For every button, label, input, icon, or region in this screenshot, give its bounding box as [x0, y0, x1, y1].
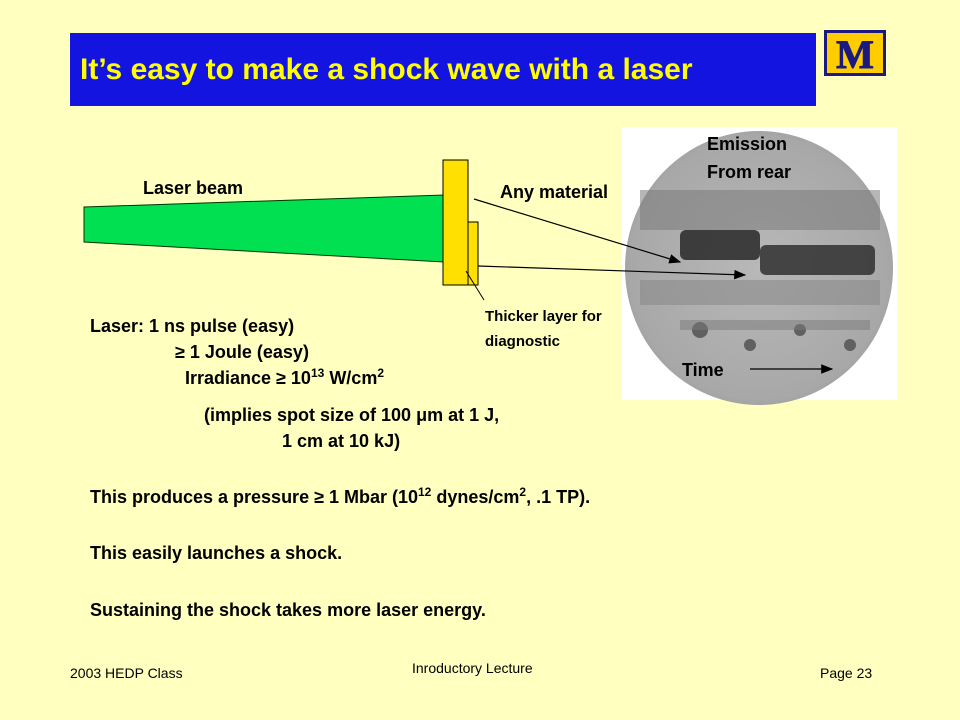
emission-label-line2: From rear [707, 162, 792, 182]
launch-statement: This easily launches a shock. [90, 543, 343, 563]
material-arrow [473, 198, 682, 264]
pressure-statement: This produces a pressure ≥ 1 Mbar (1012 … [90, 485, 591, 507]
sustain-statement: Sustaining the shock takes more laser en… [90, 600, 486, 620]
any-material-label: Any material [500, 182, 609, 202]
thicker-layer-label-line2: diagnostic [485, 333, 561, 350]
thicker-layer-pointer [465, 270, 485, 301]
laser-spec-energy: ≥ 1 Joule (easy) [175, 342, 309, 362]
slide-title: It’s easy to make a shock wave with a la… [80, 53, 693, 86]
laser-spec-pulse: Laser: 1 ns pulse (easy) [90, 316, 295, 336]
footer-page-number: Page 23 [820, 665, 873, 681]
layer-arrow [477, 265, 747, 280]
thicker-layer-label-line1: Thicker layer for [485, 308, 602, 325]
laser-spec-irradiance: Irradiance ≥ 1013 W/cm2 [185, 366, 385, 388]
footer-lecture: Inroductory Lecture [412, 660, 533, 676]
university-logo: M [824, 30, 886, 76]
laser-spec-spot-size-cont: 1 cm at 10 kJ) [282, 431, 401, 451]
laser-beam-label: Laser beam [143, 178, 244, 198]
time-label: Time [682, 360, 724, 380]
target-slab [442, 159, 469, 286]
emission-label-line1: Emission [707, 134, 788, 154]
logo-letter: M [836, 32, 874, 76]
laser-beam [83, 194, 445, 263]
title-bar [70, 33, 816, 106]
laser-spec-spot-size: (implies spot size of 100 μm at 1 J, [204, 405, 500, 425]
thicker-layer [467, 221, 479, 286]
streak-image [622, 127, 897, 405]
footer-course: 2003 HEDP Class [70, 665, 183, 681]
